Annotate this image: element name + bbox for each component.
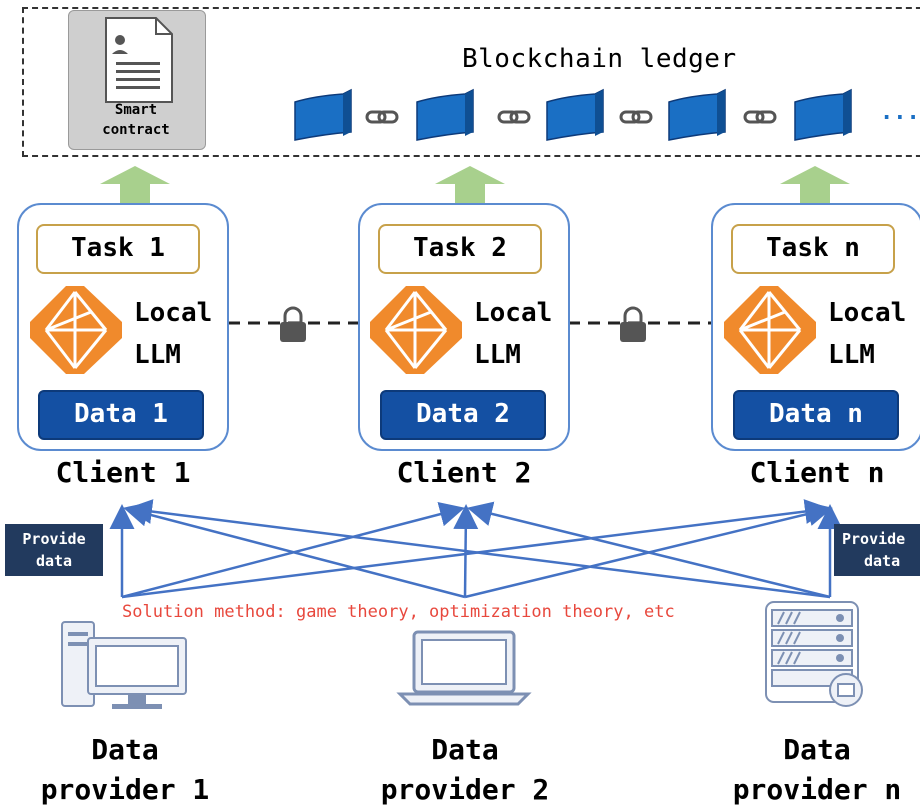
provide-label-line1: Provide bbox=[22, 530, 86, 548]
provider-name-2: Data provider 2 bbox=[360, 730, 570, 810]
block-icon bbox=[668, 88, 726, 141]
task-label: Task n bbox=[731, 224, 895, 274]
client-name: Client n bbox=[749, 456, 885, 489]
provider-name-line2: provider 1 bbox=[40, 773, 210, 806]
llm-network-icon bbox=[370, 286, 462, 374]
block-icon bbox=[416, 88, 474, 141]
provider-name-line1: Data bbox=[431, 733, 499, 766]
provide-label-line2: data bbox=[35, 552, 73, 570]
smart-contract-label-line2: contract bbox=[102, 122, 170, 138]
up-arrow-icon bbox=[780, 166, 850, 204]
local-llm-label: Local LLM bbox=[828, 292, 906, 376]
up-arrow-icon bbox=[435, 166, 505, 204]
data-badge: Data 2 bbox=[380, 390, 546, 440]
task-label: Task 1 bbox=[36, 224, 200, 274]
server-rack-icon bbox=[765, 601, 863, 707]
chain-link-icon bbox=[365, 110, 399, 124]
blockchain-ledger-region bbox=[22, 7, 920, 157]
local-llm-line1: Local bbox=[134, 298, 213, 328]
local-llm-label: Local LLM bbox=[134, 292, 212, 376]
provider-name-1: Data provider 1 bbox=[20, 730, 230, 810]
lock-icon bbox=[620, 306, 646, 342]
ledger-title: Blockchain ledger bbox=[462, 44, 737, 74]
smart-contract-label-line1: Smart bbox=[114, 102, 158, 118]
provider-name-line2: provider n bbox=[732, 773, 902, 806]
data-badge: Data 1 bbox=[38, 390, 204, 440]
provider-name-line1: Data bbox=[783, 733, 851, 766]
provider-name-line1: Data bbox=[91, 733, 159, 766]
chain-link-icon bbox=[619, 110, 653, 124]
local-llm-line1: Local bbox=[828, 298, 907, 328]
blockchain-blocks bbox=[294, 88, 852, 141]
block-icon bbox=[794, 88, 852, 141]
task-label: Task 2 bbox=[378, 224, 542, 274]
chain-link-icon bbox=[743, 110, 777, 124]
up-arrow-icon bbox=[100, 166, 170, 204]
provide-label-line2: data bbox=[864, 552, 901, 570]
provider-name-n: Data provider n bbox=[712, 730, 920, 810]
local-llm-line2: LLM bbox=[134, 340, 181, 370]
provide-label-line1: Provide bbox=[842, 530, 906, 548]
block-icon bbox=[294, 88, 352, 141]
smart-contract-label: Smart contract bbox=[68, 100, 204, 140]
document-icon bbox=[105, 17, 173, 103]
provider-name-line2: provider 2 bbox=[380, 773, 550, 806]
laptop-icon bbox=[396, 630, 532, 706]
local-llm-label: Local LLM bbox=[474, 292, 552, 376]
secure-links bbox=[228, 306, 712, 342]
client-name: Client 1 bbox=[55, 456, 191, 489]
solution-method-text: Solution method: game theory, optimizati… bbox=[122, 602, 675, 622]
provide-data-label-left: Provide data bbox=[5, 524, 103, 576]
llm-network-icon bbox=[724, 286, 816, 374]
local-llm-line2: LLM bbox=[828, 340, 875, 370]
provide-data-label-right: Provide data bbox=[834, 524, 920, 576]
upload-arrows bbox=[100, 166, 850, 204]
block-icon bbox=[546, 88, 604, 141]
desktop-computer-icon bbox=[61, 621, 187, 709]
client-name: Client 2 bbox=[396, 456, 532, 489]
local-llm-line1: Local bbox=[474, 298, 553, 328]
lock-icon bbox=[280, 306, 306, 342]
local-llm-line2: LLM bbox=[474, 340, 521, 370]
llm-network-icon bbox=[30, 286, 122, 374]
data-badge: Data n bbox=[733, 390, 899, 440]
chain-link-icon bbox=[497, 110, 531, 124]
ellipsis-more: ... bbox=[880, 100, 920, 125]
provider-client-links bbox=[109, 499, 843, 599]
